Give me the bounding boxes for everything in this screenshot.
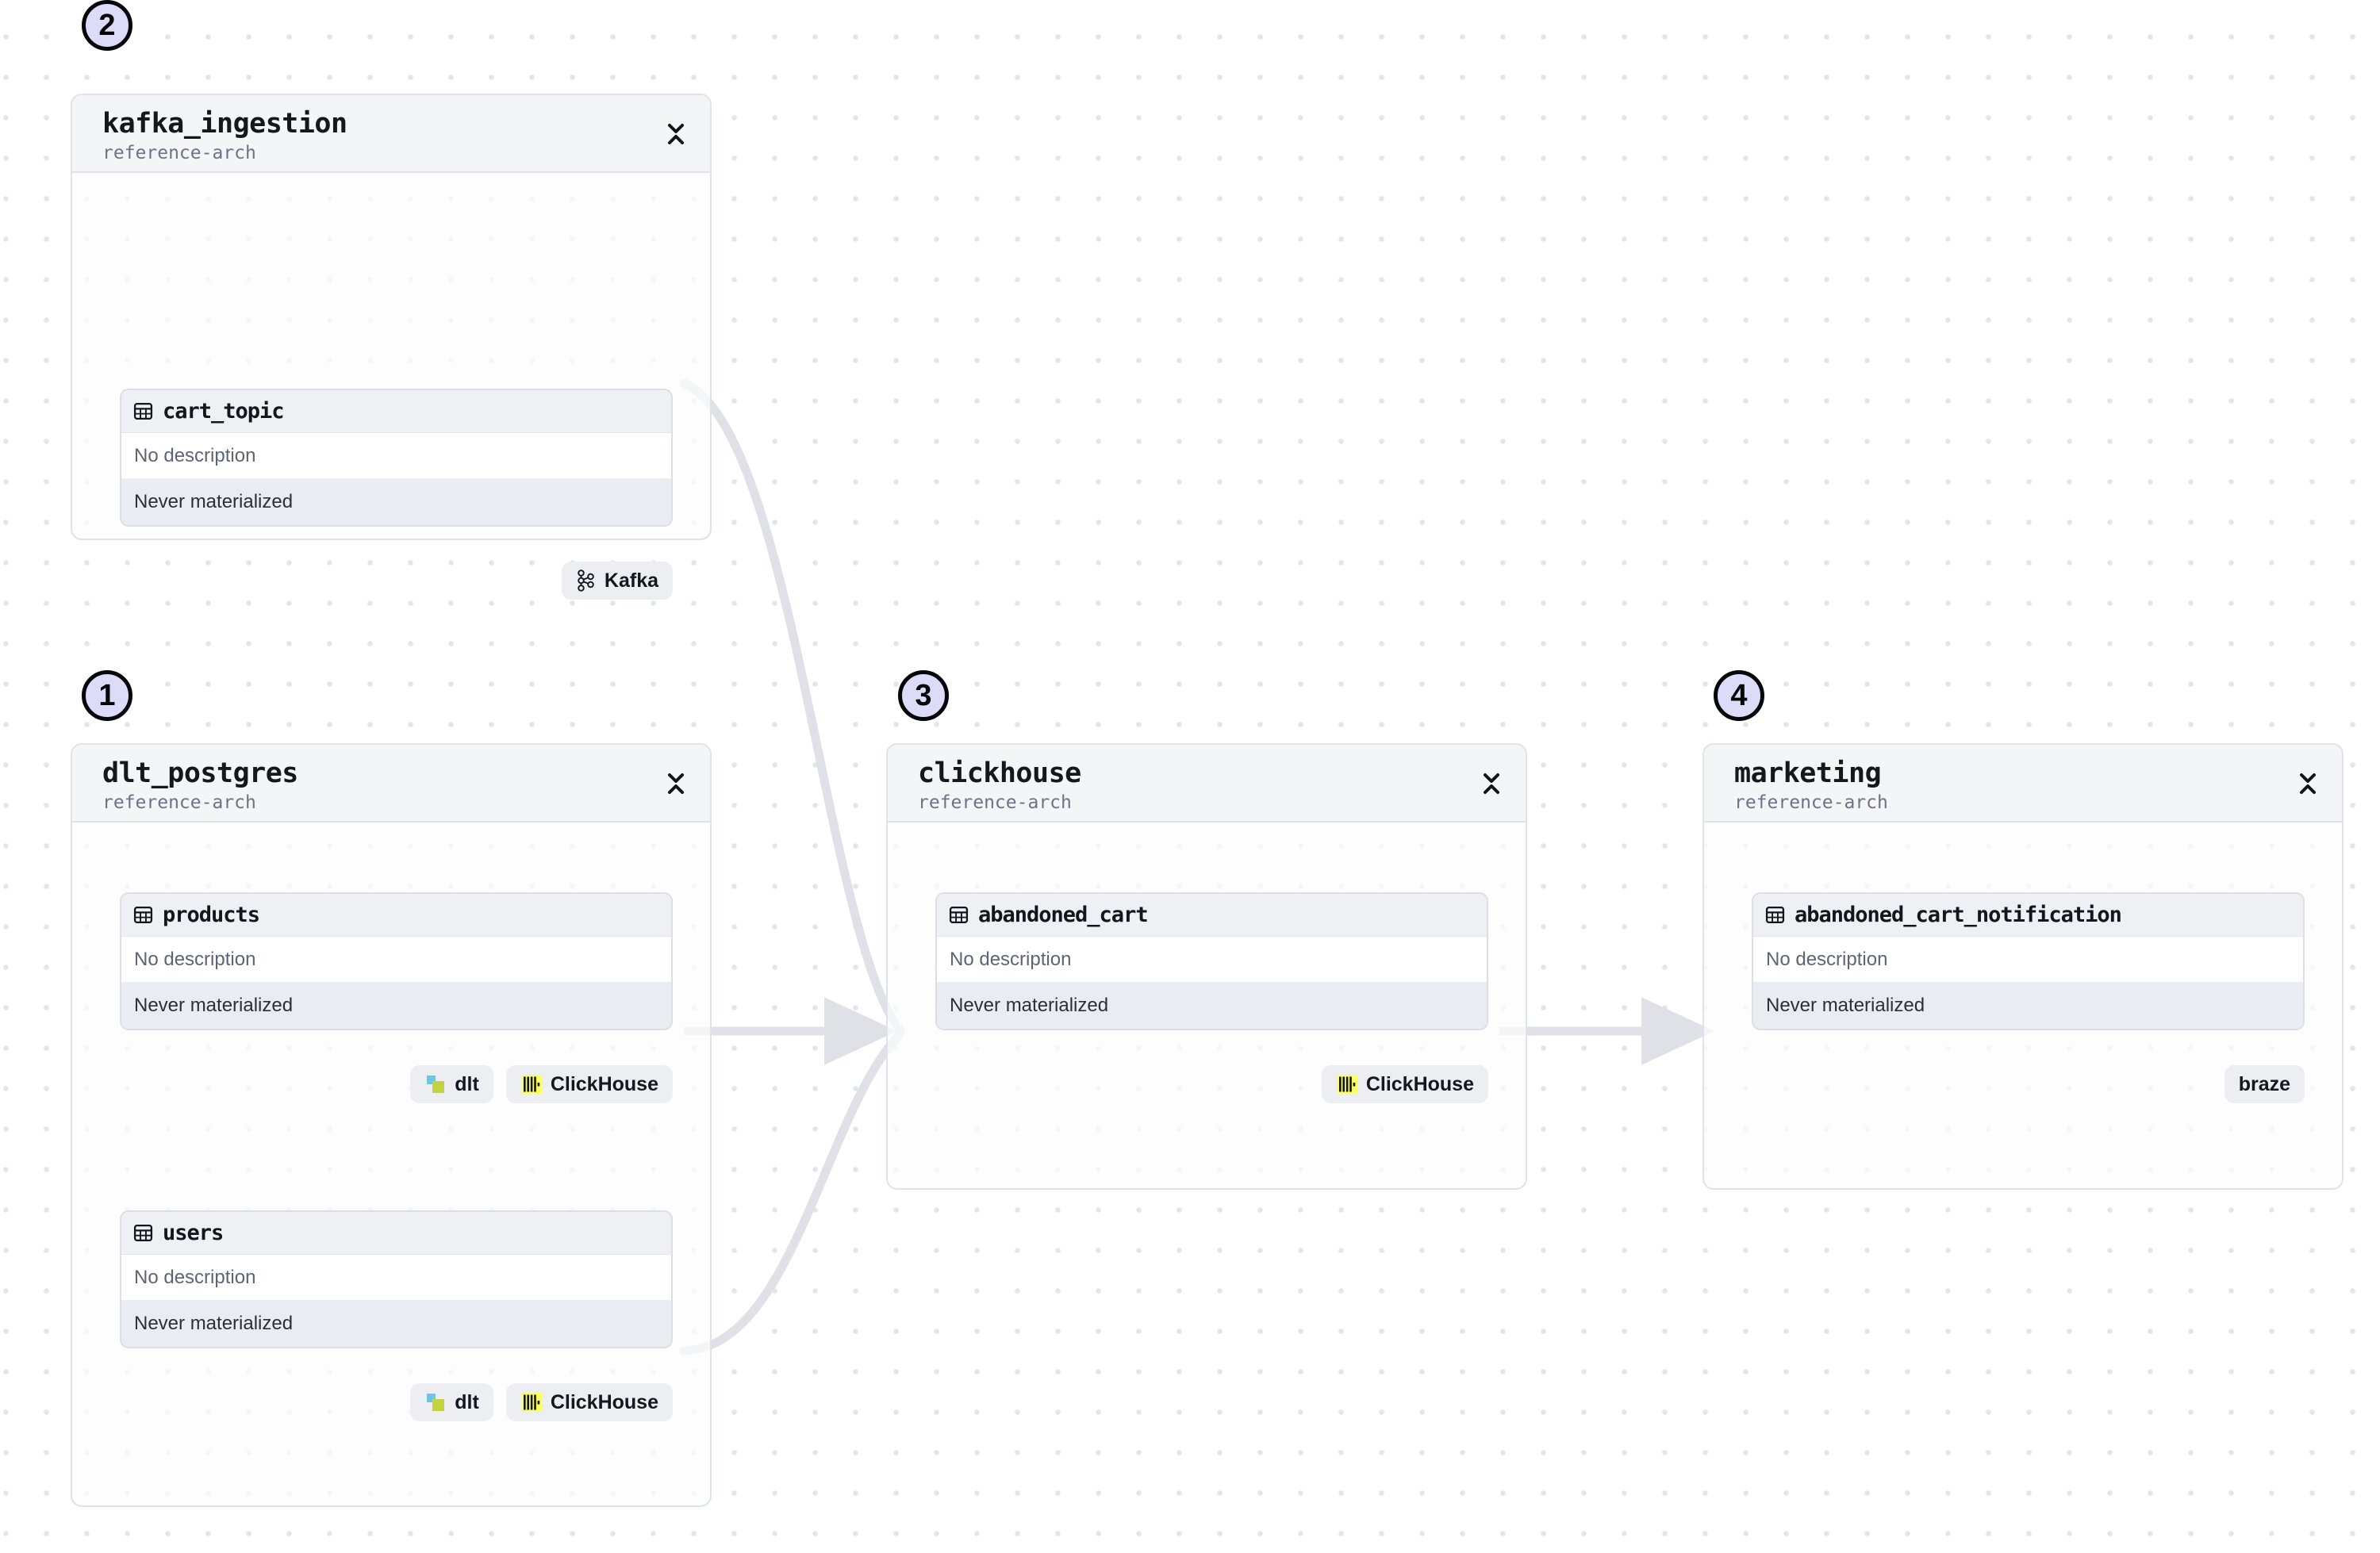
group-clickhouse[interactable]: clickhouse reference-arch <box>886 743 1527 1190</box>
table-card-materialization: Never materialized <box>121 983 671 1029</box>
group-header-marketing[interactable]: marketing reference-arch <box>1704 745 2342 823</box>
badge-clickhouse[interactable]: ClickHouse <box>505 1383 673 1421</box>
group-subtitle: reference-arch <box>102 792 256 813</box>
collapse-vertical-icon[interactable] <box>2297 770 2318 797</box>
table-card-description: No description <box>121 433 671 479</box>
badge-label: dlt <box>455 1390 479 1413</box>
badge-braze[interactable]: braze <box>2224 1065 2305 1103</box>
badge-dlt[interactable]: dlt <box>410 1065 493 1103</box>
group-title: marketing <box>1734 757 1882 789</box>
badge-label: dlt <box>455 1072 479 1095</box>
table-card-name: abandoned_cart_notification <box>1795 903 2122 927</box>
table-card-products[interactable]: products No description Never materializ… <box>120 892 673 1030</box>
table-card-description: No description <box>937 937 1487 983</box>
group-title: kafka_ingestion <box>102 108 347 140</box>
table-grid-icon <box>133 906 153 924</box>
table-card-header: abandoned_cart <box>937 894 1487 937</box>
table-card-abandoned_cart_notification[interactable]: abandoned_cart_notification No descripti… <box>1752 892 2305 1030</box>
badge-kafka[interactable]: Kafka <box>561 562 673 600</box>
table-card-description: No description <box>121 1255 671 1301</box>
table-card-name: abandoned_cart <box>978 903 1149 927</box>
collapse-vertical-icon[interactable] <box>666 121 686 148</box>
group-marketing[interactable]: marketing reference-arch <box>1702 743 2344 1190</box>
clickhouse-icon <box>520 1393 542 1412</box>
group-subtitle: reference-arch <box>1734 792 1888 813</box>
group-subtitle: reference-arch <box>918 792 1072 813</box>
badge-label: braze <box>2238 1072 2290 1095</box>
table-grid-icon <box>949 906 969 924</box>
badge-label: ClickHouse <box>1365 1072 1474 1095</box>
collapse-vertical-icon[interactable] <box>666 770 686 797</box>
badge-dlt[interactable]: dlt <box>410 1383 493 1421</box>
badge-row-cart_topic: Kafka <box>120 562 673 600</box>
group-title: clickhouse <box>918 757 1081 789</box>
badge-row-products: dlt ClickHouse <box>120 1065 673 1103</box>
badge-label: ClickHouse <box>550 1390 658 1413</box>
badge-clickhouse[interactable]: ClickHouse <box>1321 1065 1488 1103</box>
table-card-materialization: Never materialized <box>121 1301 671 1347</box>
step-badge-1: 1 <box>82 670 132 721</box>
table-grid-icon <box>133 402 153 420</box>
table-card-materialization: Never materialized <box>937 983 1487 1029</box>
step-badge-2: 2 <box>82 0 132 51</box>
table-card-abandoned_cart[interactable]: abandoned_cart No description Never mate… <box>935 892 1488 1030</box>
edge-users-abandoned_cart <box>679 1029 905 1356</box>
group-header-dlt_postgres[interactable]: dlt_postgres reference-arch <box>72 745 710 823</box>
badge-row-abandoned_cart: ClickHouse <box>935 1065 1488 1103</box>
table-card-header: cart_topic <box>121 390 671 433</box>
table-card-name: products <box>163 903 260 927</box>
table-card-header: products <box>121 894 671 937</box>
dlt-icon <box>427 1394 445 1411</box>
table-card-description: No description <box>121 937 671 983</box>
step-badge-3: 3 <box>898 670 949 721</box>
table-card-name: users <box>163 1221 224 1245</box>
badge-label: Kafka <box>604 569 658 592</box>
badge-label: ClickHouse <box>550 1072 658 1095</box>
group-header-clickhouse[interactable]: clickhouse reference-arch <box>888 745 1526 823</box>
group-dlt_postgres[interactable]: dlt_postgres reference-arch <box>71 743 712 1507</box>
group-title: dlt_postgres <box>102 757 298 789</box>
table-card-users[interactable]: users No description Never materialized <box>120 1210 673 1348</box>
clickhouse-icon <box>520 1075 542 1094</box>
badge-row-abandoned_cart_notification: braze <box>1752 1065 2305 1103</box>
edge-cart_topic-abandoned_cart <box>679 378 905 1036</box>
table-card-cart_topic[interactable]: cart_topic No description Never material… <box>120 389 673 527</box>
dlt-icon <box>427 1076 445 1093</box>
kafka-icon <box>578 569 594 592</box>
group-kafka_ingestion[interactable]: kafka_ingestion reference-arch <box>71 94 712 600</box>
table-card-header: users <box>121 1212 671 1255</box>
group-subtitle: reference-arch <box>102 142 256 163</box>
badge-clickhouse[interactable]: ClickHouse <box>505 1065 673 1103</box>
table-card-materialization: Never materialized <box>1753 983 2303 1029</box>
table-card-header: abandoned_cart_notification <box>1753 894 2303 937</box>
badge-row-users: dlt ClickHouse <box>120 1383 673 1421</box>
table-card-name: cart_topic <box>163 399 285 424</box>
table-card-materialization: Never materialized <box>121 479 671 525</box>
step-badge-4: 4 <box>1714 670 1764 721</box>
collapse-vertical-icon[interactable] <box>1481 770 1502 797</box>
table-grid-icon <box>133 1224 153 1242</box>
group-header-kafka_ingestion[interactable]: kafka_ingestion reference-arch <box>72 95 710 173</box>
clickhouse-icon <box>1336 1075 1357 1094</box>
table-grid-icon <box>1765 906 1785 924</box>
table-card-description: No description <box>1753 937 2303 983</box>
